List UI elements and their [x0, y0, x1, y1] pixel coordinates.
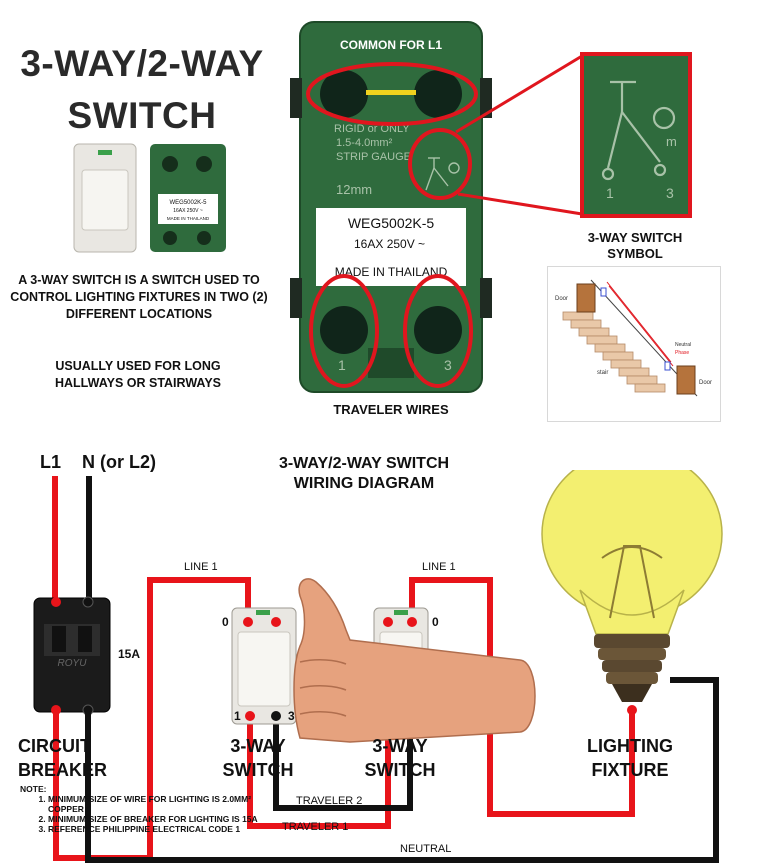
switch-1-label-2: SWITCH — [222, 760, 294, 780]
common-terminal-highlight — [306, 62, 478, 126]
title-line-1: 3-WAY/2-WAY — [20, 43, 264, 84]
description-text: A 3-WAY SWITCH IS A SWITCH USED TO CONTR… — [10, 273, 268, 321]
notes-section: NOTE: MINIMUM SIZE OF WIRE FOR LIGHTING … — [20, 784, 280, 834]
switch-1-label: 3-WAY SWITCH — [210, 734, 306, 782]
strip-text-1: RIGID or ONLY — [334, 123, 410, 135]
traveler-1-highlight — [309, 274, 379, 388]
symbol-zoom: m 1 3 — [580, 52, 692, 218]
circuit-breaker: ROYU — [33, 596, 111, 716]
switch-1-label-1: 3-WAY — [230, 736, 286, 756]
light-bulb-icon — [541, 470, 723, 715]
neutral-text: Neutral — [675, 342, 691, 348]
svg-text:WEG5002K-5: WEG5002K-5 — [169, 200, 207, 206]
common-label: COMMON FOR L1 — [340, 38, 442, 52]
title-line-2: SWITCH — [67, 95, 217, 136]
symbol-caption: 3-WAY SWITCH SYMBOL — [560, 230, 710, 262]
bottom-door — [676, 365, 696, 395]
phase-text: Phase — [675, 350, 689, 356]
wiring-title: 3-WAY/2-WAY SWITCH WIRING DIAGRAM — [224, 454, 504, 494]
highlight-overlay — [306, 54, 583, 388]
svg-text:1: 1 — [606, 185, 614, 201]
fixture-label-2: FIXTURE — [591, 760, 669, 780]
sw1-terminal-3: 3 — [288, 709, 295, 723]
svg-text:m: m — [666, 134, 677, 149]
traveler1-label: TRAVELER 1 — [282, 821, 348, 833]
model-text: WEG5002K-5 — [348, 215, 435, 231]
top-door — [576, 283, 596, 313]
door-bottom-text: Door — [699, 380, 712, 386]
line1-right-label: LINE 1 — [422, 561, 456, 573]
sw2-terminal-0: 0 — [432, 615, 439, 629]
terminal-1-text: 1 — [338, 357, 346, 373]
symbol-caption-line-1: 3-WAY SWITCH — [587, 230, 683, 245]
note-item: MINIMUM SIZE OF WIRE FOR LIGHTING IS 2.0… — [48, 794, 280, 814]
notes-heading: NOTE: — [20, 784, 47, 794]
sw1-terminal-1: 1 — [234, 709, 241, 723]
rating-text: 16AX 250V ~ — [354, 237, 425, 251]
neutral-label: NEUTRAL — [400, 843, 451, 855]
svg-text:MADE IN THAILAND: MADE IN THAILAND — [167, 216, 210, 221]
thumbs-up-hand-icon — [293, 578, 536, 743]
strip-text-4: 12mm — [336, 182, 372, 197]
stair-diagram: Door Door stair Neutral Phase — [547, 266, 721, 422]
switch-closeup-photo: RIGID or ONLY 1.5-4.0mm² STRIP GAUGE 12m… — [290, 21, 492, 393]
note-item: MINIMUM SIZE OF BREAKER FOR LIGHTING IS … — [48, 814, 280, 824]
door-top-text: Door — [555, 296, 568, 302]
l1-label: L1 — [40, 452, 62, 472]
embossed-symbol — [425, 157, 460, 191]
fixture-label: LIGHTING FIXTURE — [570, 734, 690, 782]
strip-text-3: STRIP GAUGE — [336, 151, 411, 163]
symbol-highlight — [408, 128, 472, 200]
stairs — [562, 311, 666, 393]
sw1-terminal-0: 0 — [222, 615, 229, 629]
strip-text-2: 1.5-4.0mm² — [336, 137, 393, 149]
page-title: 3-WAY/2-WAY SWITCH — [8, 38, 276, 142]
origin-text: MADE IN THAILAND — [335, 265, 448, 279]
three-way-symbol-icon — [601, 80, 676, 181]
circuit-breaker-label-2: BREAKER — [18, 760, 108, 780]
switch-1 — [231, 607, 297, 725]
circuit-breaker-label: CIRCUIT BREAKER — [18, 734, 107, 782]
symbol-caption-line-2: SYMBOL — [607, 246, 663, 261]
white-switch-photo — [73, 143, 137, 253]
n-label: N (or L2) — [82, 452, 156, 472]
switch-product-photos: WEG5002K-5 16AX 250V ~ MADE IN THAILAND — [73, 143, 226, 253]
switch-2-label-2: SWITCH — [364, 760, 436, 780]
usage-text: USUALLY USED FOR LONG HALLWAYS OR STAIRW… — [54, 359, 221, 390]
switch-2-label-1: 3-WAY — [372, 736, 428, 756]
note-item: REFERENCE PHILIPPINE ELECTRICAL CODE 1 — [48, 824, 280, 834]
stair-text: stair — [597, 370, 608, 376]
wiring-diagram: ROYU 15A 0 1 3 0 — [33, 470, 723, 863]
line1-left-label: LINE 1 — [184, 561, 218, 573]
wiring-title-line-1: 3-WAY/2-WAY SWITCH — [278, 455, 450, 472]
fixture-label-1: LIGHTING — [587, 736, 673, 756]
breaker-rating: 15A — [118, 647, 140, 661]
terminal-3-text: 3 — [444, 357, 452, 373]
breaker-brand: ROYU — [58, 658, 88, 669]
green-switch-photo: WEG5002K-5 16AX 250V ~ MADE IN THAILAND — [150, 144, 226, 252]
traveler2-label: TRAVELER 2 — [296, 795, 362, 807]
svg-text:16AX 250V ~: 16AX 250V ~ — [173, 208, 203, 214]
circuit-breaker-label-1: CIRCUIT — [18, 736, 91, 756]
wiring-title-line-2: WIRING DIAGRAM — [293, 475, 435, 492]
switch-2-label: 3-WAY SWITCH — [352, 734, 448, 782]
traveler-2-highlight — [403, 274, 473, 388]
svg-text:3: 3 — [666, 185, 674, 201]
traveler-wires-label: TRAVELER WIRES — [333, 402, 449, 417]
